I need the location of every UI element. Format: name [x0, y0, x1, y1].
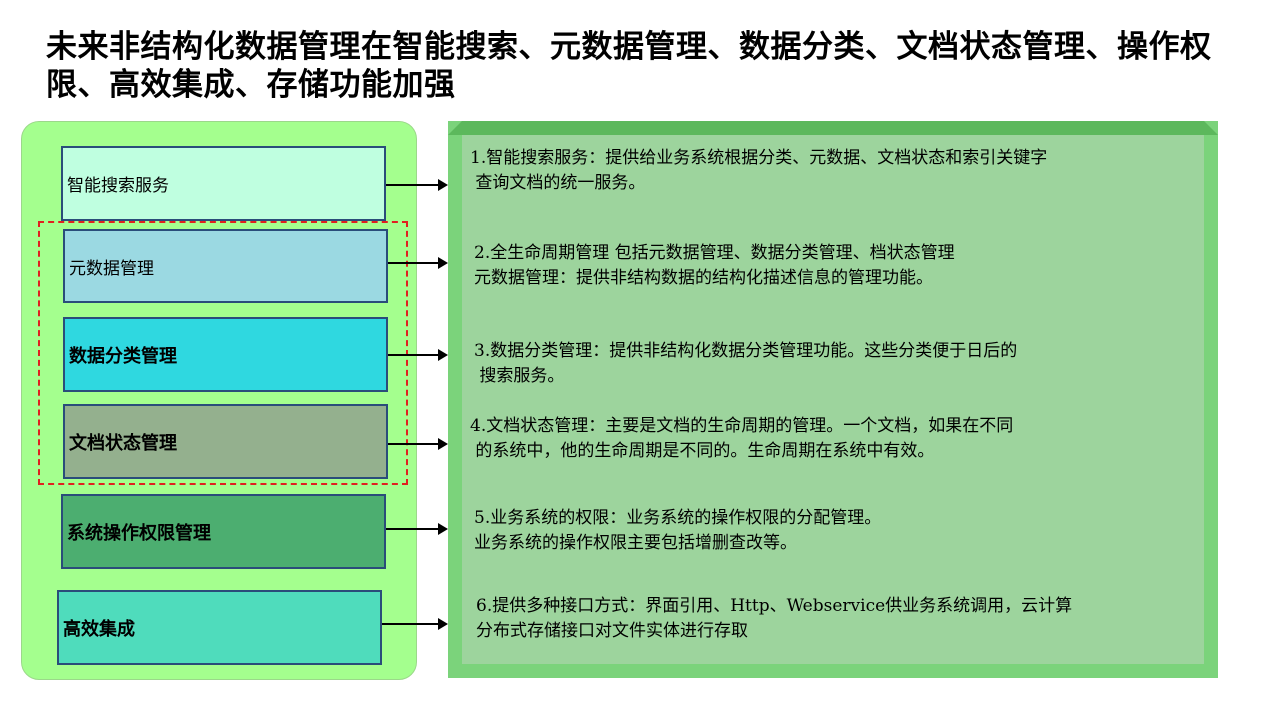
- description-line: 业务系统的操作权限主要包括增删查改等。: [474, 533, 797, 553]
- arrow-2: [388, 257, 448, 269]
- description-line: 6.提供多种接口方式：界面引用、Http、Webservice供业务系统调用，云…: [476, 596, 1073, 616]
- description-line: 的系统中，他的生命周期是不同的。生命周期在系统中有效。: [470, 441, 935, 461]
- description-5: 5.业务系统的权限：业务系统的操作权限的分配管理。 业务系统的操作权限主要包括增…: [474, 506, 881, 556]
- description-line: 2.全生命周期管理 包括元数据管理、数据分类管理、档状态管理: [474, 243, 955, 263]
- description-4: 4.文档状态管理：主要是文档的生命周期的管理。一个文档，如果在不同 的系统中，他…: [470, 414, 1013, 464]
- arrow-3: [388, 349, 448, 361]
- description-line: 3.数据分类管理：提供非结构化数据分类管理功能。这些分类便于日后的: [474, 341, 1018, 361]
- arrow-5: [386, 523, 448, 535]
- description-line: 搜索服务。: [474, 366, 565, 386]
- module-integration[interactable]: 高效集成: [57, 590, 382, 665]
- description-line: 分布式存储接口对文件实体进行存取: [476, 621, 748, 641]
- description-line: 查询文档的统一服务。: [470, 173, 646, 193]
- module-label: 智能搜索服务: [67, 176, 169, 196]
- description-1: 1.智能搜索服务：提供给业务系统根据分类、元数据、文档状态和索引关键字 查询文档…: [470, 146, 1047, 196]
- arrow-1: [386, 179, 448, 191]
- module-label: 高效集成: [63, 618, 135, 640]
- page-title: 未来非结构化数据管理在智能搜索、元数据管理、数据分类、文档状态管理、操作权限、高…: [46, 29, 1212, 103]
- description-line: 5.业务系统的权限：业务系统的操作权限的分配管理。: [474, 508, 882, 528]
- module-label: 数据分类管理: [69, 345, 177, 367]
- module-permission[interactable]: 系统操作权限管理: [61, 494, 386, 569]
- module-label: 文档状态管理: [69, 432, 177, 454]
- description-2: 2.全生命周期管理 包括元数据管理、数据分类管理、档状态管理 元数据管理：提供非…: [474, 241, 955, 291]
- arrow-6: [382, 618, 448, 630]
- description-line: 1.智能搜索服务：提供给业务系统根据分类、元数据、文档状态和索引关键字: [470, 148, 1048, 168]
- module-label: 系统操作权限管理: [67, 522, 211, 544]
- module-document-status[interactable]: 文档状态管理: [63, 404, 388, 479]
- description-6: 6.提供多种接口方式：界面引用、Http、Webservice供业务系统调用，云…: [476, 594, 1072, 644]
- description-line: 4.文档状态管理：主要是文档的生命周期的管理。一个文档，如果在不同: [470, 416, 1014, 436]
- module-metadata[interactable]: 元数据管理: [63, 229, 388, 303]
- module-data-classification[interactable]: 数据分类管理: [63, 317, 388, 392]
- module-label: 元数据管理: [69, 258, 154, 279]
- arrow-4: [388, 438, 448, 450]
- panel-face: [462, 135, 1204, 664]
- description-line: 元数据管理：提供非结构数据的结构化描述信息的管理功能。: [474, 268, 933, 288]
- description-3: 3.数据分类管理：提供非结构化数据分类管理功能。这些分类便于日后的 搜索服务。: [474, 339, 1017, 389]
- lifecycle-group-outline: [38, 221, 408, 485]
- module-smart-search[interactable]: 智能搜索服务: [61, 146, 386, 221]
- panel-bevel: [448, 121, 1218, 135]
- descriptions-panel: [448, 121, 1218, 678]
